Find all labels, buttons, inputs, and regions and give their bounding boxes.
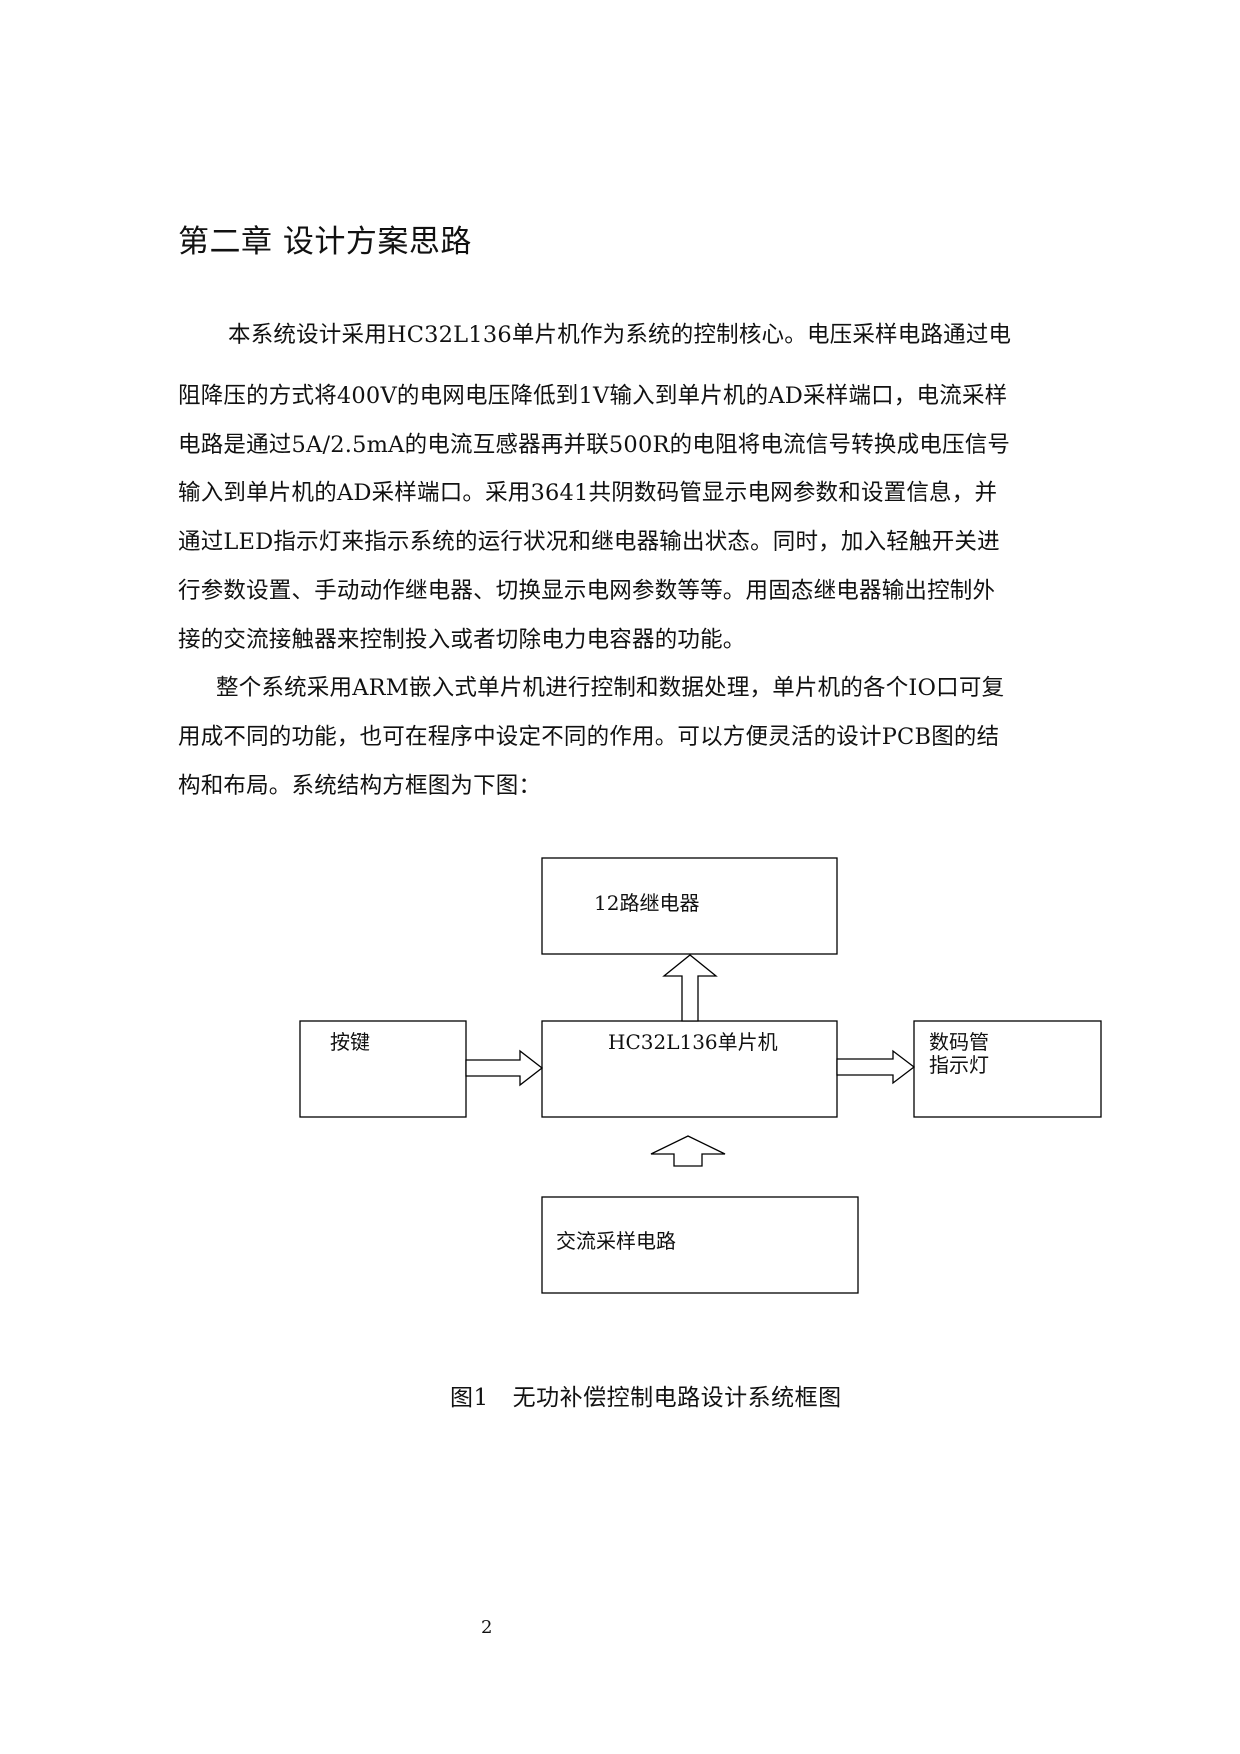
- paragraph-1-line-1: 本系统设计采用HC32L136单片机作为系统的控制核心。电压采样电路通过电: [228, 322, 1012, 348]
- paragraph-1-line-5: 通过LED指示灯来指示系统的运行状况和继电器输出状态。同时，加入轻触开关进: [178, 529, 1000, 555]
- figure-caption-text: 无功补偿控制电路设计系统框图: [512, 1385, 842, 1411]
- paragraph-2-line-1: 整个系统采用ARM嵌入式单片机进行控制和数据处理，单片机的各个IO口可复: [216, 675, 1005, 701]
- arrow-mcu-to-relay: [662, 954, 718, 1022]
- figure-number: 图1: [450, 1385, 489, 1411]
- mcu-block: [541, 1020, 838, 1118]
- relay-block: [541, 857, 838, 955]
- ac-sampling-block: [541, 1196, 859, 1294]
- paragraph-1-line-2: 阻降压的方式将400V的电网电压降低到1V输入到单片机的AD采样端口，电流采样: [178, 383, 1008, 409]
- arrow-sampling-to-mcu: [650, 1135, 726, 1167]
- chapter-title: 第二章 设计方案思路: [178, 224, 472, 260]
- arrow-mcu-to-display: [836, 1049, 916, 1085]
- paragraph-1-line-3: 电路是通过5A/2.5mA的电流互感器再并联500R的电阻将电流信号转换成电压信…: [178, 432, 1011, 458]
- display-block-label-line-2: 指示灯: [929, 1053, 989, 1077]
- display-block: [913, 1020, 1102, 1118]
- page-number: 2: [481, 1617, 493, 1638]
- paragraph-1-line-4: 输入到单片机的AD采样端口。采用3641共阴数码管显示电网参数和设置信息，并: [178, 480, 998, 506]
- ac-sampling-block-label: 交流采样电路: [556, 1229, 676, 1253]
- mcu-block-label: HC32L136单片机: [608, 1030, 778, 1054]
- paragraph-1-line-6: 行参数设置、手动动作继电器、切换显示电网参数等等。用固态继电器输出控制外: [178, 578, 996, 604]
- keys-block: [299, 1020, 467, 1118]
- display-block-label-line-1: 数码管: [929, 1030, 989, 1054]
- arrow-keys-to-mcu: [465, 1049, 544, 1087]
- figure-caption: 图1 无功补偿控制电路设计系统框图: [450, 1378, 842, 1412]
- paragraph-2-line-2: 用成不同的功能，也可在程序中设定不同的作用。可以方便灵活的设计PCB图的结: [178, 724, 1000, 750]
- keys-block-label: 按键: [330, 1030, 370, 1054]
- paragraph-1-line-7: 接的交流接触器来控制投入或者切除电力电容器的功能。: [178, 627, 746, 653]
- relay-block-label: 12路继电器: [594, 891, 700, 915]
- paragraph-2-line-3: 构和布局。系统结构方框图为下图：: [178, 773, 542, 799]
